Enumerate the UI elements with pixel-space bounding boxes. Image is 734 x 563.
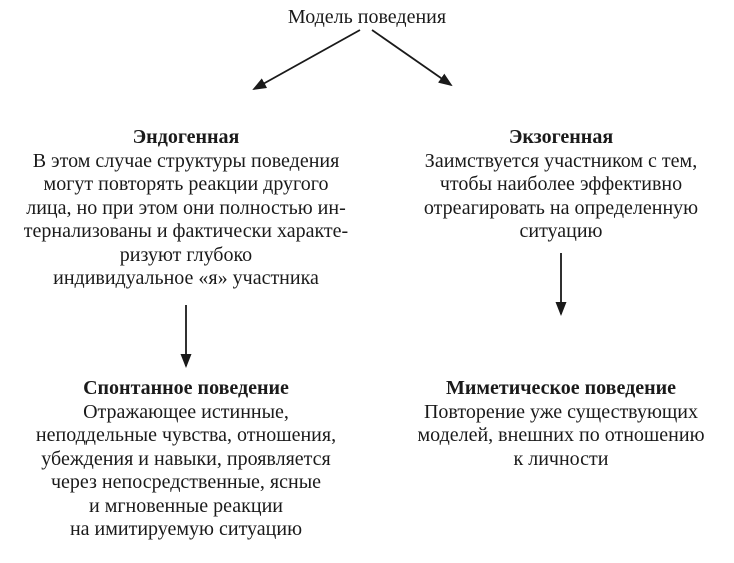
node-endogenous-heading: Эндогенная <box>132 126 240 148</box>
node-spontaneous-line: убеждения и навыки, проявляется <box>41 447 331 470</box>
node-spontaneous-line: неподдельные чувства, отношения, <box>35 424 337 446</box>
node-spontaneous-line: на имитируемую ситуацию <box>69 518 303 540</box>
node-endogenous-line: могут повторять реакции другого <box>43 173 329 195</box>
node-spontaneous-line: и мгновенные реакции <box>88 494 283 517</box>
node-endogenous-line: индивидуальное «я» участника <box>53 267 319 289</box>
node-mimetic-line: Повторение уже существующих <box>423 400 698 423</box>
node-exogenous-line: чтобы наиболее эффективно <box>439 173 683 195</box>
node-spontaneous: Спонтанное поведение Отражающее истинные… <box>4 377 368 542</box>
node-endogenous-line: тернализованы и фактически характе- <box>23 220 349 242</box>
node-exogenous-line: ситуацию <box>519 220 603 242</box>
node-endogenous-line: В этом случае структуры поведения <box>32 149 340 172</box>
node-endogenous: Эндогенная В этом случае структуры повед… <box>4 126 368 291</box>
node-exogenous-line: Заимствуется участником с тем, <box>424 149 698 172</box>
node-endogenous-line: ризуют глубоко <box>119 243 253 266</box>
node-spontaneous-line: через непосредственные, ясные <box>50 471 322 493</box>
node-endogenous-line: лица, но при этом они полностью ин- <box>26 196 346 219</box>
node-mimetic: Миметическое поведение Повторение уже су… <box>400 377 722 471</box>
node-mimetic-line: моделей, внешних по отношению <box>417 424 705 446</box>
diagram-root-title: Модель поведения <box>287 6 447 28</box>
node-exogenous-line: отреагировать на определенную <box>423 196 699 219</box>
node-exogenous-heading: Экзогенная <box>508 126 614 148</box>
node-spontaneous-line: Отражающее истинные, <box>83 400 289 423</box>
node-mimetic-line: к личности <box>513 447 609 470</box>
node-exogenous: Экзогенная Заимствуется участником с тем… <box>400 126 722 244</box>
node-mimetic-heading: Миметическое поведение <box>445 377 677 399</box>
arrow-down-left-icon <box>252 29 361 90</box>
node-spontaneous-heading: Спонтанное поведение <box>83 377 289 399</box>
arrow-down-right-icon <box>371 29 453 87</box>
